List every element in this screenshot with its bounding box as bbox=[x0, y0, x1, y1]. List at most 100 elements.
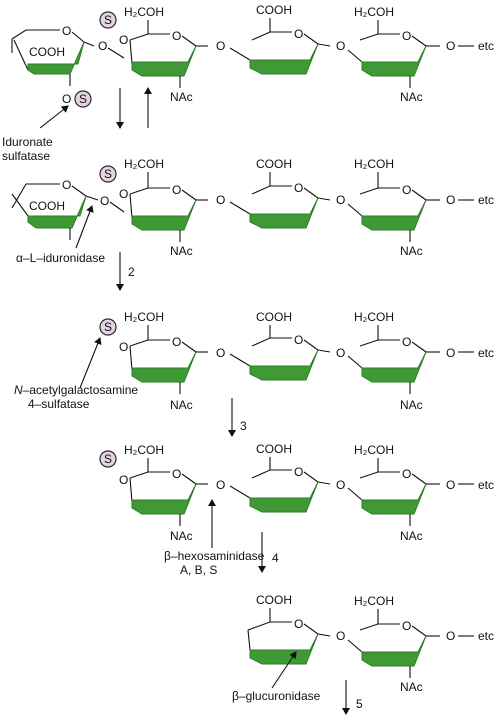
step-4-number: 4 bbox=[272, 551, 279, 565]
svg-text:H₂COH: H₂COH bbox=[354, 443, 394, 457]
svg-text:NAc: NAc bbox=[170, 244, 193, 258]
svg-text:S: S bbox=[104, 452, 112, 466]
svg-text:O: O bbox=[336, 39, 345, 53]
arrow-glucuronidase bbox=[271, 651, 297, 689]
svg-text:S: S bbox=[104, 13, 112, 27]
svg-text:O: O bbox=[100, 194, 109, 208]
svg-text:O: O bbox=[216, 478, 225, 492]
glucuronate-ring-1: COOH O bbox=[229, 3, 331, 75]
row-4-trisaccharide: S O H₂COH O NAc O COOH O O H₂COH bbox=[99, 442, 494, 543]
svg-text:etc: etc bbox=[478, 478, 494, 492]
label-glucuronidase: β–glucuronidase bbox=[232, 689, 321, 703]
svg-text:COOH: COOH bbox=[256, 310, 292, 324]
svg-text:O: O bbox=[336, 478, 345, 492]
svg-text:H₂COH: H₂COH bbox=[124, 310, 164, 324]
svg-text:NAc: NAc bbox=[170, 90, 193, 104]
svg-text:NAc: NAc bbox=[170, 529, 193, 543]
svg-text:NAc: NAc bbox=[400, 90, 423, 104]
svg-text:O: O bbox=[216, 193, 225, 207]
galnac-ring-1b: H₂COH O NAc bbox=[347, 5, 440, 104]
svg-text:COOH: COOH bbox=[256, 3, 292, 17]
sulfate-circle-galnac-4 bbox=[99, 450, 117, 468]
svg-text:O: O bbox=[119, 340, 128, 354]
svg-text:COOH: COOH bbox=[256, 593, 292, 607]
svg-text:O: O bbox=[446, 193, 455, 207]
svg-text:H₂COH: H₂COH bbox=[124, 157, 164, 171]
svg-text:O: O bbox=[294, 617, 303, 631]
svg-text:O: O bbox=[216, 346, 225, 360]
svg-text:NAc: NAc bbox=[400, 680, 423, 694]
svg-text:O: O bbox=[402, 619, 411, 633]
svg-text:COOH: COOH bbox=[29, 199, 65, 213]
arrow-galnac-sulfatase bbox=[79, 337, 102, 389]
galnac-ring-2: H₂COH O NAc bbox=[124, 157, 208, 258]
svg-text:O: O bbox=[172, 29, 181, 43]
galnac-ring-2b: H₂COH O NAc bbox=[347, 157, 440, 258]
svg-text:O: O bbox=[172, 335, 181, 349]
svg-text:O: O bbox=[402, 467, 411, 481]
svg-text:O: O bbox=[336, 193, 345, 207]
svg-text:S: S bbox=[79, 92, 87, 106]
glucuronate-ring-5: COOH O bbox=[247, 593, 331, 665]
svg-text:NAc: NAc bbox=[170, 398, 193, 412]
label-iduronate-sulfatase-1: Iduronate bbox=[2, 135, 53, 149]
svg-text:H₂COH: H₂COH bbox=[124, 443, 164, 457]
svg-text:O: O bbox=[62, 178, 71, 192]
svg-text:O: O bbox=[172, 183, 181, 197]
svg-text:O: O bbox=[446, 346, 455, 360]
svg-text:O: O bbox=[294, 333, 303, 347]
svg-text:O: O bbox=[446, 629, 455, 643]
svg-text:etc: etc bbox=[478, 193, 494, 207]
row-1-tetrasaccharide: O COOH O S O S O H₂COH O NAc bbox=[11, 3, 494, 108]
svg-text:H₂COH: H₂COH bbox=[354, 310, 394, 324]
svg-text:H₂COH: H₂COH bbox=[354, 594, 394, 608]
label-hexosaminidase-2: A, B, S bbox=[180, 563, 217, 577]
svg-text:etc: etc bbox=[478, 629, 494, 643]
iduronate-ring-2: O COOH bbox=[11, 178, 99, 240]
galnac-ring-1: H₂COH O NAc bbox=[124, 5, 208, 104]
galnac-ring-3b: H₂COH O NAc bbox=[347, 310, 440, 412]
arrow-iduronate-sulfatase bbox=[39, 105, 69, 129]
galnac-ring-5: H₂COH O NAc bbox=[347, 594, 440, 694]
svg-text:O: O bbox=[62, 92, 71, 106]
svg-text:O: O bbox=[446, 478, 455, 492]
svg-text:O: O bbox=[98, 39, 107, 53]
svg-text:NAc: NAc bbox=[400, 398, 423, 412]
svg-text:COOH: COOH bbox=[256, 442, 292, 456]
galnac-ring-4: H₂COH O NAc bbox=[124, 443, 208, 543]
svg-text:NAc: NAc bbox=[400, 244, 423, 258]
svg-text:H₂COH: H₂COH bbox=[354, 5, 394, 19]
label-hexosaminidase-1: β–hexosaminidase bbox=[164, 549, 265, 563]
row-3-trisaccharide: S O H₂COH O NAc O COOH O O H₂COH bbox=[99, 310, 494, 412]
svg-text:H₂COH: H₂COH bbox=[124, 5, 164, 19]
svg-text:COOH: COOH bbox=[29, 45, 65, 59]
label-galnac-sulfatase-2: 4–sulfatase bbox=[28, 397, 90, 411]
svg-text:O: O bbox=[62, 24, 71, 38]
galnac-ring-4b: H₂COH O NAc bbox=[347, 443, 440, 543]
label-alpha-l-iduronidase: α–L–iduronidase bbox=[16, 251, 105, 265]
svg-text:O: O bbox=[294, 27, 303, 41]
glucuronate-ring-3: COOH O bbox=[229, 310, 331, 381]
svg-text:O: O bbox=[402, 29, 411, 43]
svg-text:O: O bbox=[216, 39, 225, 53]
label-iduronate-sulfatase-2: sulfatase bbox=[2, 149, 50, 163]
step-3-number: 3 bbox=[240, 419, 247, 433]
svg-text:S: S bbox=[104, 167, 112, 181]
svg-text:S: S bbox=[104, 320, 112, 334]
svg-text:H₂COH: H₂COH bbox=[354, 157, 394, 171]
svg-text:O: O bbox=[446, 39, 455, 53]
svg-text:etc: etc bbox=[478, 39, 494, 53]
svg-text:NAc: NAc bbox=[400, 529, 423, 543]
sulfate-circle-galnac-1 bbox=[99, 11, 117, 29]
step-2-number: 2 bbox=[128, 265, 135, 279]
sulfate-circle-galnac-2 bbox=[99, 165, 117, 183]
sulfate-circle-iduronate bbox=[74, 90, 92, 108]
galnac-ring-3: H₂COH O NAc bbox=[124, 310, 208, 412]
svg-text:etc: etc bbox=[478, 346, 494, 360]
sulfate-circle-galnac-3 bbox=[99, 318, 117, 336]
row-2-tetrasaccharide: O COOH O S O H₂COH O NAc O COOH bbox=[11, 157, 494, 258]
svg-text:O: O bbox=[119, 33, 128, 47]
svg-text:O: O bbox=[336, 346, 345, 360]
iduronate-ring-1: O COOH bbox=[11, 24, 95, 86]
